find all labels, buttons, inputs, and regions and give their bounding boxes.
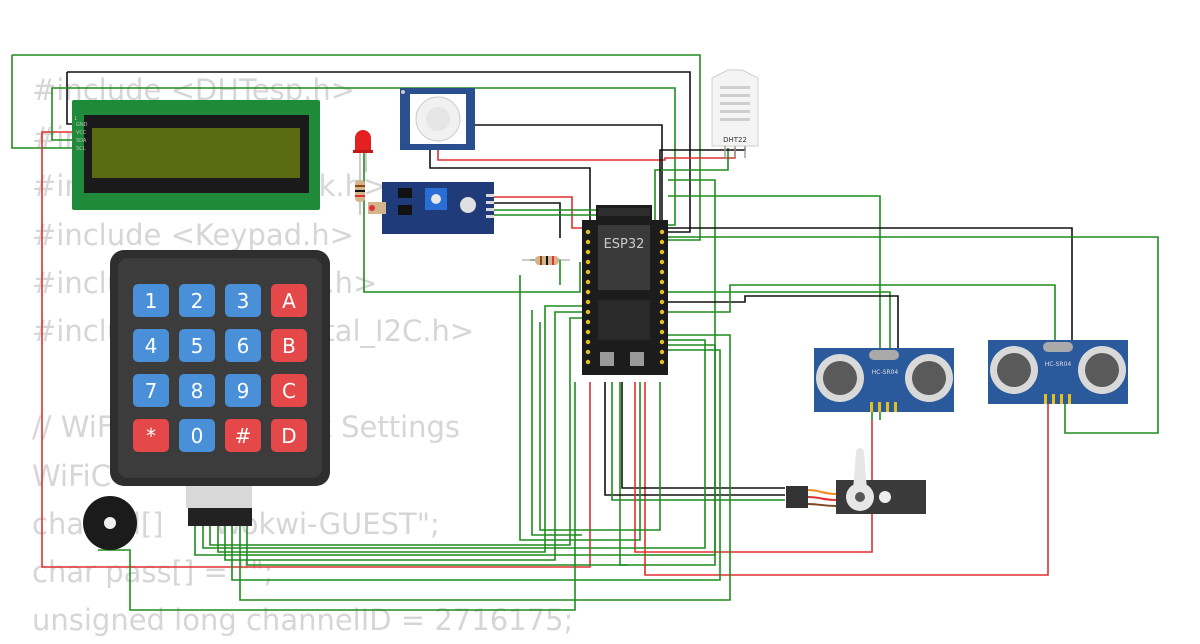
keypad-key-8[interactable]: 8 — [179, 374, 215, 407]
wire — [194, 344, 716, 556]
buzzer — [83, 496, 137, 550]
keypad-key-2[interactable]: 2 — [179, 284, 215, 317]
wire — [12, 54, 701, 241]
keypad-key-C[interactable]: C — [271, 374, 307, 407]
wire — [429, 148, 591, 228]
keypad-key-label: * — [146, 424, 156, 448]
svg-text:VCC: VCC — [76, 130, 87, 136]
esp32-board: ESP32 — [582, 205, 668, 375]
esp32-label: ESP32 — [604, 237, 645, 252]
ldr-module — [368, 182, 494, 234]
keypad-key-label: D — [281, 424, 296, 448]
wire — [611, 382, 785, 501]
wire — [494, 196, 590, 229]
circuit-diagram: 1 GND VCC SDA SCL DHT22 — [11, 54, 1159, 611]
wire — [494, 202, 561, 238]
wire — [621, 382, 785, 489]
keypad-key-A[interactable]: A — [271, 284, 307, 317]
keypad-key-0[interactable]: 0 — [179, 419, 215, 452]
svg-text:GND: GND — [76, 122, 88, 128]
keypad-key-label: 2 — [191, 289, 204, 313]
ultrasonic-right-label: HC-SR04 — [1045, 361, 1072, 368]
resistor — [355, 172, 365, 215]
keypad-key-label: # — [235, 424, 252, 448]
wire — [209, 317, 582, 546]
wire — [224, 311, 582, 561]
resistor — [522, 256, 570, 265]
ultrasonic-sensor-right: HC-SR04 — [988, 340, 1128, 404]
wire — [217, 305, 582, 553]
servo-motor — [786, 448, 926, 514]
keypad-key-9[interactable]: 9 — [225, 374, 261, 407]
lcd-display: 1 GND VCC SDA SCL — [72, 100, 320, 210]
keypad-key-7[interactable]: 7 — [133, 374, 169, 407]
wire — [531, 310, 582, 536]
wire — [654, 148, 729, 265]
wire — [668, 284, 1056, 398]
wire — [644, 382, 1049, 576]
wire — [619, 179, 716, 566]
keypad-key-label: 3 — [237, 289, 250, 313]
dht22-sensor: DHT22 — [711, 69, 759, 158]
keypad-key-label: 9 — [237, 379, 250, 403]
wire — [239, 334, 731, 601]
keypad-key-label: 8 — [191, 379, 204, 403]
wire — [668, 295, 899, 410]
keypad-key-label: C — [282, 379, 296, 403]
keypad-key-label: A — [282, 289, 296, 313]
keypad-key-4[interactable]: 4 — [133, 329, 169, 362]
keypad-key-6[interactable]: 6 — [225, 329, 261, 362]
wire — [363, 150, 581, 293]
keypad-key-1[interactable]: 1 — [133, 284, 169, 317]
keypad-key-5[interactable]: 5 — [179, 329, 215, 362]
keypad-key-label: 5 — [191, 334, 204, 358]
keypad-key-label: 4 — [145, 334, 158, 358]
wire — [98, 382, 576, 611]
wire — [202, 339, 706, 549]
keypad-key-*[interactable]: * — [133, 419, 169, 452]
ultrasonic-left-label: HC-SR04 — [872, 369, 899, 376]
keypad-key-label: 6 — [237, 334, 250, 358]
keypad-key-label: 0 — [191, 424, 204, 448]
wire — [668, 195, 881, 420]
ultrasonic-sensor-left: HC-SR04 — [814, 348, 954, 412]
svg-text:SDA: SDA — [76, 138, 87, 144]
keypad: 1 2 3 A 4 5 6 B 7 8 9 C * 0 # D — [110, 250, 330, 526]
keypad-key-3[interactable]: 3 — [225, 284, 261, 317]
wire — [51, 87, 676, 226]
red-led — [353, 130, 373, 172]
pir-sensor — [400, 88, 475, 150]
wire — [246, 525, 628, 566]
wire — [11, 55, 74, 149]
keypad-key-label: 7 — [145, 379, 158, 403]
keypad-key-#[interactable]: # — [225, 419, 261, 452]
wire — [231, 349, 721, 581]
code-line: WiFiC — [32, 458, 111, 493]
keypad-key-label: B — [282, 334, 296, 358]
wires — [11, 54, 1159, 611]
wire — [66, 72, 74, 125]
wire — [67, 71, 691, 233]
svg-text:1: 1 — [74, 116, 77, 122]
keypad-key-B[interactable]: B — [271, 329, 307, 362]
keypad-key-label: 1 — [145, 289, 158, 313]
code-line: #include <Keypad.h> — [32, 217, 354, 252]
dht-label: DHT22 — [723, 136, 747, 144]
keypad-key-D[interactable]: D — [271, 419, 307, 452]
wire — [519, 275, 641, 541]
wire — [668, 236, 1159, 434]
wire — [659, 148, 746, 320]
svg-text:SCL: SCL — [76, 146, 86, 152]
wire — [604, 382, 785, 496]
wire — [539, 322, 661, 531]
